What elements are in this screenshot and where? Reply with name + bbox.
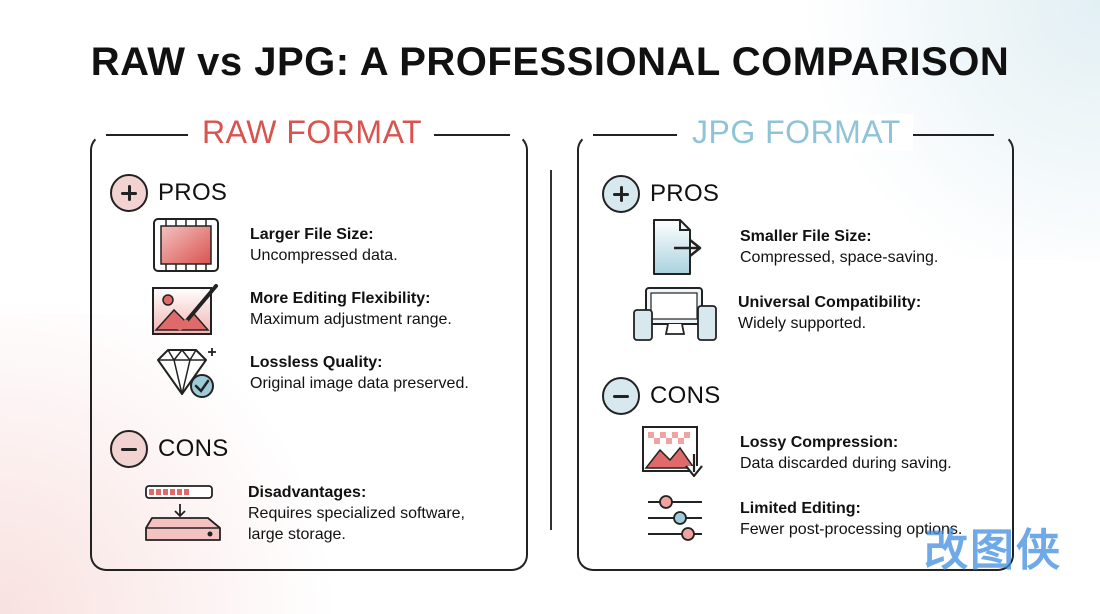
jpg-pros-heading: PROS xyxy=(602,175,719,213)
minus-circle-icon xyxy=(110,430,148,468)
jpg-header: JPG FORMAT xyxy=(680,114,913,151)
sensor-icon xyxy=(150,216,222,274)
raw-con-1-desc2: large storage. xyxy=(248,526,346,543)
jpg-cons-heading: CONS xyxy=(602,377,721,415)
raw-panel xyxy=(90,134,528,571)
devices-icon xyxy=(632,284,718,342)
jpg-con-1-title: Lossy Compression: xyxy=(740,434,899,451)
raw-pro-item-3: Lossless Quality: Original image data pr… xyxy=(150,344,469,402)
jpg-panel-top-left xyxy=(593,134,677,136)
raw-pro-3-title: Lossless Quality: xyxy=(250,354,383,371)
jpg-pro-1-title: Smaller File Size: xyxy=(740,228,872,245)
image-brush-icon xyxy=(150,280,222,338)
file-arrow-icon xyxy=(640,218,712,276)
jpg-pro-2-title: Universal Compatibility: xyxy=(738,294,922,311)
raw-pros-heading: PROS xyxy=(110,174,227,212)
raw-cons-heading: CONS xyxy=(110,430,229,468)
jpg-pro-item-1: Smaller File Size: Compressed, space-sav… xyxy=(640,218,938,276)
diamond-check-icon xyxy=(150,344,222,402)
raw-con-1-desc: Requires specialized software, xyxy=(248,505,465,522)
raw-header: RAW FORMAT xyxy=(190,114,435,151)
raw-pro-item-1: Larger File Size: Uncompressed data. xyxy=(150,216,398,274)
jpg-con-item-2: Limited Editing: Fewer post-processing o… xyxy=(640,490,962,548)
sliders-icon xyxy=(640,490,712,548)
jpg-pros-label: PROS xyxy=(650,180,720,207)
jpg-con-item-1: Lossy Compression: Data discarded during… xyxy=(640,424,952,482)
raw-pro-2-title: More Editing Flexibility: xyxy=(250,290,431,307)
raw-panel-top-right xyxy=(428,134,510,136)
raw-pro-3-desc: Original image data preserved. xyxy=(250,375,469,392)
jpg-panel-top-right xyxy=(910,134,994,136)
jpg-cons-label: CONS xyxy=(650,382,721,409)
minus-circle-icon xyxy=(602,377,640,415)
jpg-pro-item-2: Universal Compatibility: Widely supporte… xyxy=(632,284,921,342)
jpg-con-1-desc: Data discarded during saving. xyxy=(740,455,952,472)
raw-pro-1-desc: Uncompressed data. xyxy=(250,247,398,264)
jpg-pro-2-desc: Widely supported. xyxy=(738,315,867,332)
jpg-con-2-title: Limited Editing: xyxy=(740,500,861,517)
background-gradient-left xyxy=(0,314,420,614)
jpg-con-2-desc: Fewer post-processing options. xyxy=(740,521,963,538)
plus-circle-icon xyxy=(110,174,148,212)
raw-con-1-title: Disadvantages: xyxy=(248,484,367,501)
raw-pros-label: PROS xyxy=(158,179,228,206)
raw-con-item-1: Disadvantages: Requires specialized soft… xyxy=(142,482,465,545)
raw-panel-top-left xyxy=(106,134,188,136)
storage-drive-icon xyxy=(142,484,228,543)
plus-circle-icon xyxy=(602,175,640,213)
page-title: RAW vs JPG: A PROFESSIONAL COMPARISON xyxy=(90,40,1010,84)
raw-pro-item-2: More Editing Flexibility: Maximum adjust… xyxy=(150,280,452,338)
center-divider xyxy=(550,170,552,530)
raw-pro-1-title: Larger File Size: xyxy=(250,226,374,243)
raw-cons-label: CONS xyxy=(158,435,229,462)
pixelated-image-icon xyxy=(640,424,712,482)
raw-pro-2-desc: Maximum adjustment range. xyxy=(250,311,452,328)
jpg-panel xyxy=(577,134,1014,571)
watermark: 改图侠 xyxy=(924,525,1062,576)
jpg-pro-1-desc: Compressed, space-saving. xyxy=(740,249,939,266)
